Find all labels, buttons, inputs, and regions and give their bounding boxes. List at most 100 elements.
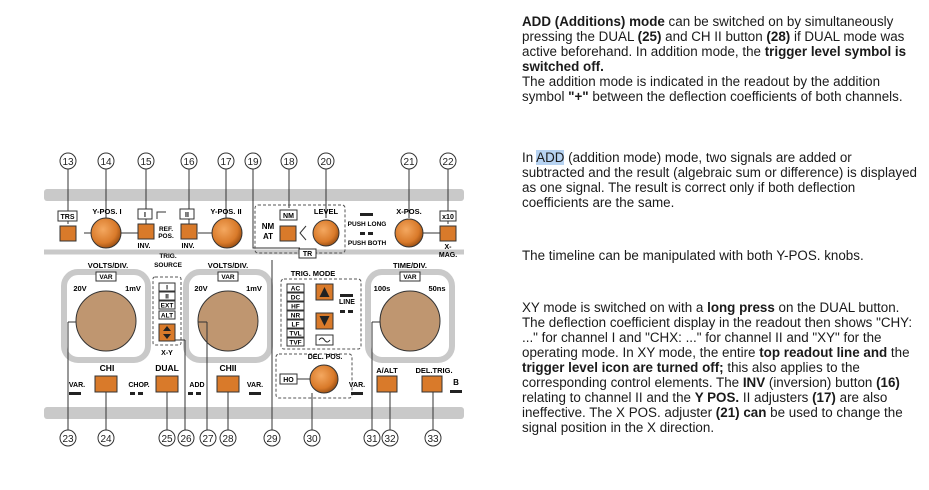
callout-21: 21 <box>400 152 418 170</box>
svg-text:26: 26 <box>180 434 192 445</box>
text-run: The timeline can be manipulated with bot… <box>522 248 864 263</box>
svg-text:32: 32 <box>384 434 396 445</box>
nm-button[interactable]: NM <box>279 209 298 242</box>
svg-text:VAR: VAR <box>99 274 113 281</box>
svg-text:22: 22 <box>442 157 454 168</box>
paragraph-add-explanation: In ADD (addition mode) mode, two signals… <box>522 150 917 210</box>
inv2-label: INV. <box>182 243 195 250</box>
volts-div-1-knob[interactable] <box>75 290 137 352</box>
svg-text:16: 16 <box>183 157 195 168</box>
chii-button[interactable] <box>216 375 240 393</box>
panel-bottom-rail <box>44 407 464 419</box>
del-trig-button[interactable] <box>421 375 443 393</box>
var-right-label: VAR. <box>349 382 365 389</box>
xmag-button[interactable]: x10 <box>439 210 457 242</box>
svg-text:TR: TR <box>303 251 312 258</box>
trig-mode-label: TRIG. MODE <box>291 269 336 278</box>
ypos1-knob[interactable] <box>90 217 122 249</box>
line-label: LINE <box>339 299 355 306</box>
del-pos-frame <box>275 353 353 399</box>
ref-pos-label-line2: POS. <box>158 233 174 240</box>
trig-source-updown-button[interactable] <box>158 323 176 342</box>
b-label: B <box>453 378 459 387</box>
text-run: can be switched on by simultaneously pre… <box>522 14 894 44</box>
time-div-knob[interactable] <box>379 290 441 352</box>
dual-button[interactable] <box>155 375 179 393</box>
emphasis-run: top readout line and <box>759 345 888 360</box>
svg-text:24: 24 <box>100 434 112 445</box>
trig-source-option-alt: ALT <box>158 310 176 320</box>
callout-32: 32 <box>381 429 399 447</box>
callout-17: 17 <box>217 152 235 170</box>
svg-text:18: 18 <box>283 157 295 168</box>
add-mode-heading: ADD (Additions) mode <box>522 14 665 29</box>
chi-button[interactable] <box>94 375 118 393</box>
svg-text:19: 19 <box>247 157 259 168</box>
svg-text:15: 15 <box>140 157 152 168</box>
text-run: XY mode is switched on with a <box>522 300 708 315</box>
svg-text:13: 13 <box>62 157 74 168</box>
del-pos-label: DEL. POS. <box>308 354 343 361</box>
push-long-label: PUSH LONG <box>348 221 387 228</box>
inv2-button[interactable]: II <box>179 208 198 240</box>
push-both-label: PUSH BOTH <box>348 240 387 247</box>
time-div-max: 50ns <box>428 284 445 293</box>
callout-16: 16 <box>180 152 198 170</box>
svg-text:HF: HF <box>291 304 300 311</box>
svg-text:I: I <box>144 212 146 219</box>
text-run: between the deflection coefficients of b… <box>588 89 903 104</box>
svg-text:I: I <box>166 285 168 292</box>
emphasis-run: trigger level icon are turned off; <box>522 360 724 375</box>
trig-mode-down-button[interactable] <box>315 312 334 330</box>
inv1-button[interactable]: I <box>137 208 155 240</box>
text-run: In <box>522 150 537 165</box>
ypos2-knob[interactable] <box>211 217 243 249</box>
level-knob[interactable] <box>312 219 340 247</box>
ref-pos-label-line1: REF. <box>159 226 173 233</box>
del-trig-label: DEL.TRIG. <box>415 366 452 375</box>
svg-text:17: 17 <box>220 157 232 168</box>
text-run: this also applies to the corresponding c… <box>522 360 860 390</box>
trig-mode-option-ac: AC <box>286 283 305 293</box>
chii-label: CHII <box>220 363 237 373</box>
text-run: the <box>887 345 910 360</box>
svg-text:25: 25 <box>161 434 173 445</box>
svg-text:EXT: EXT <box>161 303 174 310</box>
svg-text:14: 14 <box>100 157 112 168</box>
chevron-left-icon <box>299 225 307 241</box>
del-pos-knob[interactable] <box>309 364 339 394</box>
var2-badge: VAR <box>217 271 239 282</box>
trig-mode-up-button[interactable] <box>315 283 334 301</box>
dual-label: DUAL <box>155 363 179 373</box>
paragraph-timeline: The timeline can be manipulated with bot… <box>522 248 864 263</box>
xpos-knob[interactable] <box>394 218 424 248</box>
a-alt-button[interactable] <box>376 375 398 393</box>
volts-div-2-knob[interactable] <box>197 290 259 352</box>
callout-30: 30 <box>303 429 321 447</box>
svg-text:27: 27 <box>202 434 214 445</box>
oscilloscope-panel-diagram: 13 14 15 16 17 19 18 20 21 22 TRS Y-POS.… <box>44 152 464 447</box>
ref-16: (16) <box>876 375 900 390</box>
text-run: be used to change the signal position in… <box>522 405 903 435</box>
plus-symbol: "+" <box>568 89 589 104</box>
text-run: if DUAL mode was active beforehand. In a… <box>522 29 905 59</box>
trs-button[interactable]: TRS <box>57 210 78 242</box>
xmag-label-line2: MAG. <box>439 252 457 259</box>
svg-text:II: II <box>165 294 169 301</box>
svg-text:28: 28 <box>222 434 234 445</box>
callout-33: 33 <box>424 429 442 447</box>
emphasis-run: trigger level symbol is switched off. <box>522 44 907 74</box>
a-alt-label: A/ALT <box>376 366 398 375</box>
paragraph-add-mode: ADD (Additions) mode can be switched on … <box>522 14 917 104</box>
var3-badge: VAR <box>399 271 421 282</box>
svg-text:TVL: TVL <box>289 331 301 338</box>
xmag-label-line1: X- <box>445 244 453 251</box>
paragraph-xy-mode: XY mode is switched on with a long press… <box>522 300 917 435</box>
callout-20: 20 <box>317 152 335 170</box>
text-run: (addition mode) mode, two signals are ad… <box>522 150 917 210</box>
trig-mode-frame <box>280 278 362 350</box>
svg-text:30: 30 <box>306 434 318 445</box>
svg-text:DC: DC <box>291 295 301 302</box>
nm-at-label-line1: NM <box>262 222 275 231</box>
text-run: on the DUAL button. The deflection coeff… <box>522 300 913 360</box>
